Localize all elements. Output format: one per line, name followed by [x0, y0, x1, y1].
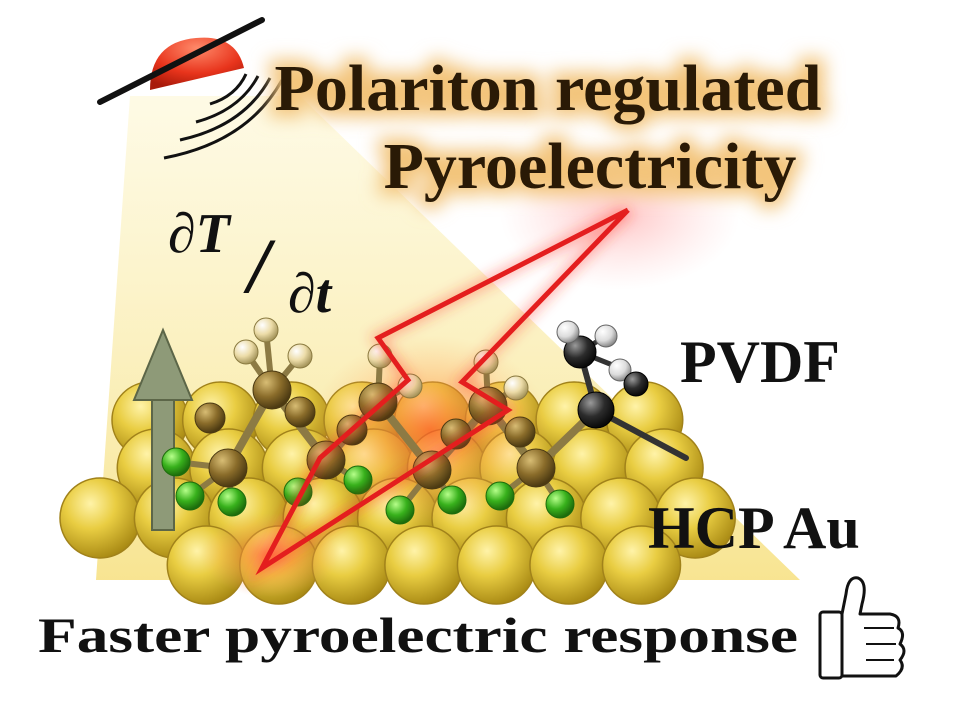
pvdf-label: PVDF — [680, 329, 840, 395]
gold-atom — [529, 525, 609, 605]
gold-atom — [59, 477, 141, 559]
fluorine-atom — [217, 487, 247, 517]
fluorine-atom — [175, 481, 205, 511]
gold-atom — [384, 525, 464, 605]
carbon-atom — [623, 371, 649, 397]
title: Polariton regulated Polariton regulated … — [268, 45, 829, 210]
hydrogen-atom — [503, 375, 529, 401]
fluorine-atom — [485, 481, 515, 511]
title-line1: Polariton regulated — [275, 52, 822, 125]
svg-text:Pyroelectricity: Pyroelectricity — [384, 130, 797, 203]
hydrogen-atom — [556, 320, 580, 344]
caption: Faster pyroelectric response — [38, 607, 798, 663]
hydrogen-atom — [608, 358, 632, 382]
carbon-atom — [516, 448, 556, 488]
thumbs-up-icon — [818, 576, 906, 680]
fluorine-atom — [161, 447, 191, 477]
hcp-au-label: HCP Au — [648, 495, 860, 561]
carbon-atom — [284, 396, 316, 428]
heat-lamp-icon — [97, 17, 284, 160]
carbon-atom — [208, 448, 248, 488]
fluorine-atom — [545, 489, 575, 519]
rate-denominator: ∂t — [288, 263, 333, 325]
rate-numerator: ∂T — [168, 203, 233, 265]
carbon-atom — [577, 391, 615, 429]
gold-atom — [654, 477, 736, 559]
fluorine-atom — [437, 485, 467, 515]
gold-atom — [601, 525, 682, 605]
hydrogen-atom — [594, 324, 618, 348]
fluorine-atom — [385, 495, 415, 525]
carbon-atom — [194, 402, 226, 434]
carbon-atom — [504, 416, 536, 448]
hydrogen-atom — [287, 343, 313, 369]
carbon-atom — [563, 335, 597, 369]
carbon-atom — [252, 370, 292, 410]
gold-atom — [456, 525, 537, 605]
title-line2: Pyroelectricity — [384, 130, 797, 203]
hydrogen-atom — [253, 317, 279, 343]
hydrogen-atom — [233, 339, 259, 365]
lightning-bolt-icon — [246, 204, 633, 586]
svg-text:Polariton regulated: Polariton regulated — [275, 52, 822, 125]
fluorine-atom — [343, 465, 373, 495]
